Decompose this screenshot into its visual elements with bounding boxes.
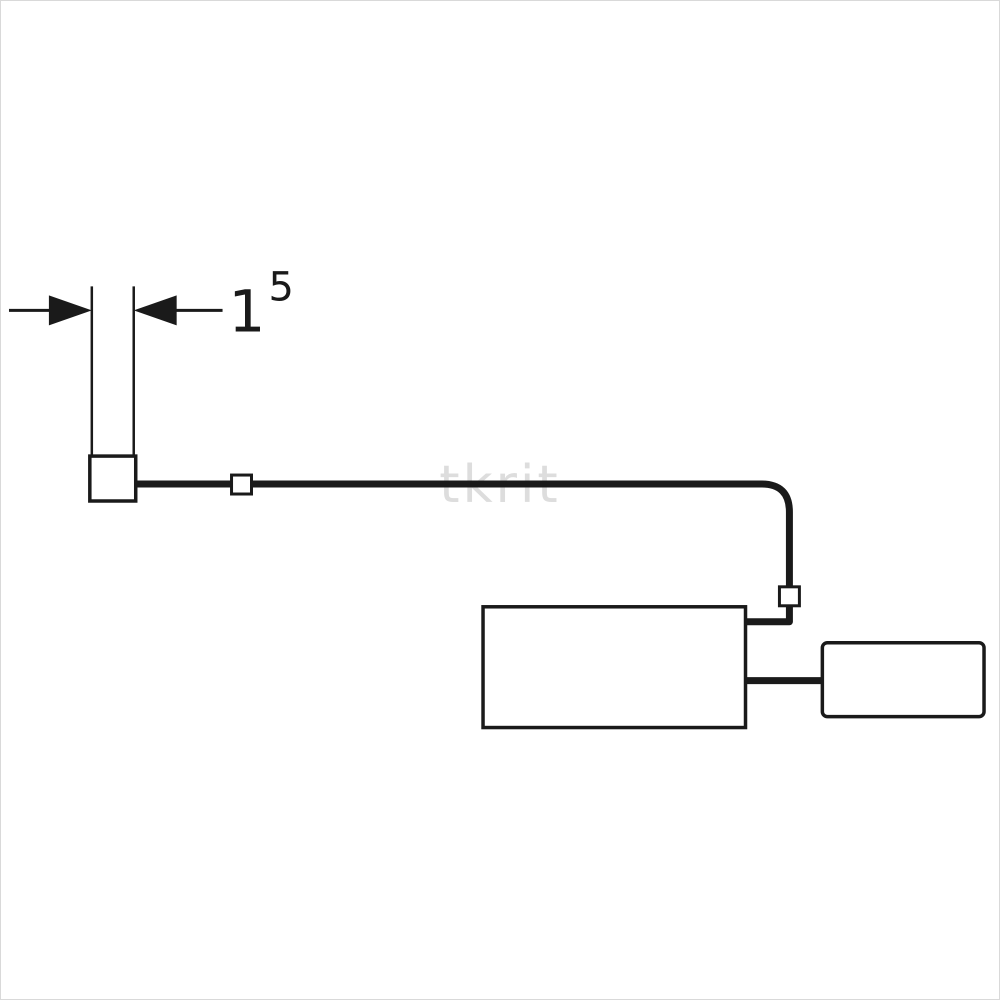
- dimension-value-main: 1: [229, 277, 266, 345]
- right-arrow-icon: [133, 295, 177, 326]
- power-supply-box: [820, 640, 986, 719]
- cable-path: [134, 480, 793, 626]
- dimension-value-superscript: 5: [268, 264, 293, 310]
- cable-connector-1: [230, 473, 253, 496]
- control-unit-box: [481, 605, 748, 730]
- dimension-annotation: 1 5: [8, 264, 294, 457]
- left-arrow-icon: [48, 295, 92, 326]
- cable-end-fitting: [88, 454, 138, 503]
- cable-connector-2: [777, 585, 801, 608]
